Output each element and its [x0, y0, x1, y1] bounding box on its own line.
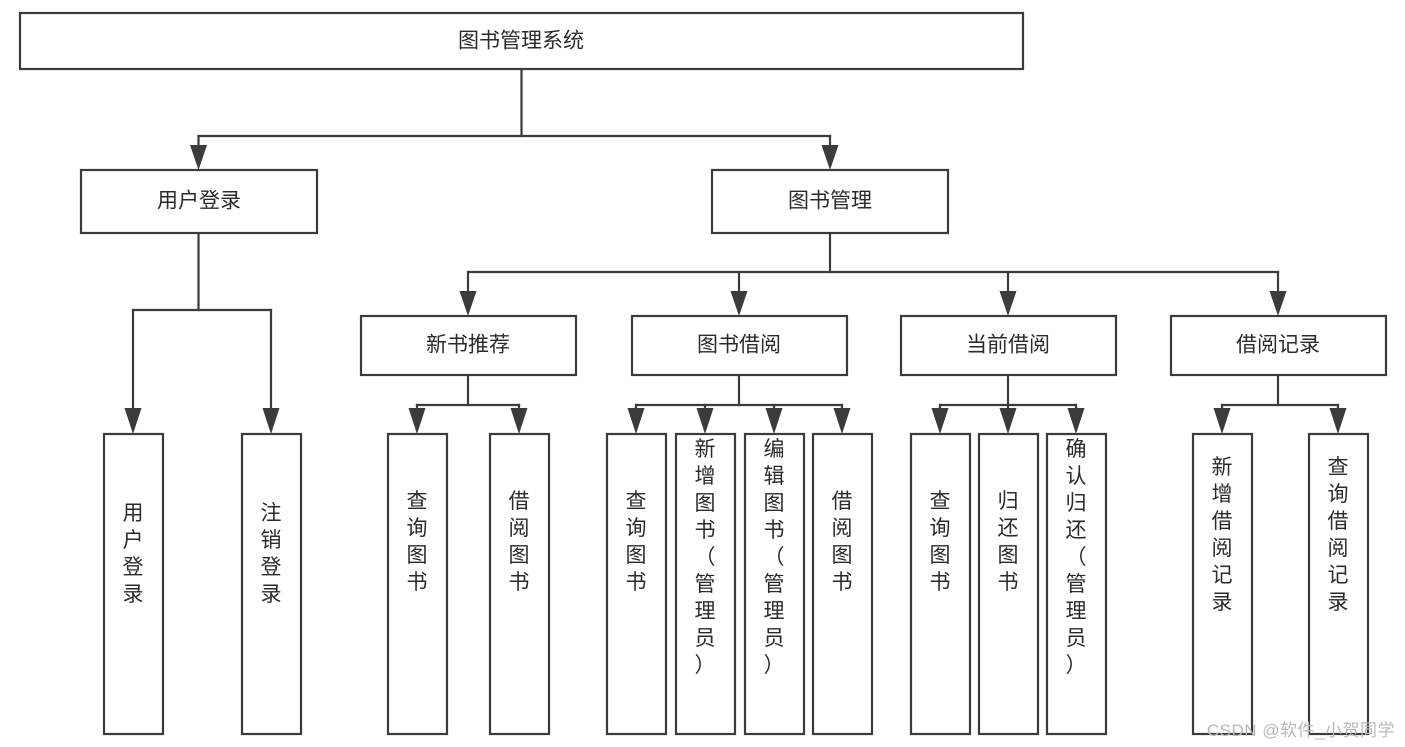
connector-group-book-borrow [627, 373, 851, 434]
node-new-book-recommend[interactable]: 新书推荐 [359, 314, 578, 377]
arrowhead-leaf-br-2 [1329, 408, 1347, 434]
leaf-node-user-login-2[interactable]: 注销登录 [240, 432, 303, 736]
node-book-borrow[interactable]: 图书借阅 [630, 314, 849, 377]
leaf-box[interactable] [386, 432, 449, 736]
arrowhead-current-borrow [999, 291, 1017, 316]
leaf-box[interactable] [811, 432, 874, 736]
node-book-manage-label: 图书管理 [788, 190, 872, 213]
leaf-label: 归还图书 [998, 490, 1019, 594]
connector-group-root [190, 67, 839, 170]
node-current-borrow-label: 当前借阅 [966, 334, 1050, 357]
arrowhead-leaf-br-1 [1213, 408, 1231, 434]
leaf-node-bb-4[interactable]: 借阅图书 [811, 432, 874, 736]
leaf-node-user-login-1[interactable]: 用户登录 [102, 432, 165, 736]
connector-group-current-borrow [931, 373, 1085, 434]
connector-group-new-book-recommend [408, 373, 528, 434]
leaf-box[interactable] [977, 432, 1040, 736]
leaf-label: 借阅图书 [832, 490, 853, 594]
node-borrow-records[interactable]: 借阅记录 [1169, 314, 1388, 377]
arrowhead-book-manage [821, 145, 839, 170]
node-user-login[interactable]: 用户登录 [79, 168, 319, 235]
node-borrow-records-box[interactable] [1169, 314, 1388, 377]
leaf-box[interactable] [674, 432, 737, 736]
arrowhead-book-borrow [730, 291, 748, 316]
leaf-box[interactable] [1307, 432, 1370, 736]
node-user-login-box[interactable] [79, 168, 319, 235]
leaf-node-cb-3[interactable]: 确认归还（管理员） [1045, 432, 1108, 736]
node-borrow-records-label: 借阅记录 [1236, 334, 1320, 357]
leaf-node-bb-1[interactable]: 查询图书 [605, 432, 668, 736]
node-root-box[interactable] [18, 11, 1025, 71]
node-root-label: 图书管理系统 [458, 30, 584, 53]
arrowhead-leaf-nbr-2 [510, 408, 528, 434]
node-book-borrow-label: 图书借阅 [697, 334, 781, 357]
leaf-box[interactable] [102, 432, 165, 736]
leaf-node-br-1[interactable]: 新增借阅记录 [1191, 432, 1254, 736]
leaf-label: 新增图书（管理员） [695, 438, 716, 677]
arrowhead-leaf-cb-2 [999, 408, 1017, 434]
leaf-box[interactable] [1045, 432, 1108, 736]
leaf-label: 用户登录 [123, 502, 144, 606]
leaf-box[interactable] [240, 432, 303, 736]
arrowhead-leaf-nbr-1 [408, 408, 426, 434]
leaf-label: 查询借阅记录 [1328, 456, 1349, 614]
leaf-box[interactable] [909, 432, 972, 736]
leaf-node-bb-3[interactable]: 编辑图书（管理员） [743, 432, 806, 736]
arrowhead-leaf-user-login-2 [262, 408, 280, 434]
connector-group-user-login [124, 231, 280, 434]
leaf-label: 编辑图书（管理员） [764, 438, 785, 677]
node-new-book-recommend-box[interactable] [359, 314, 578, 377]
leaf-label: 确认归还（管理员） [1066, 438, 1087, 677]
leaf-node-bb-2[interactable]: 新增图书（管理员） [674, 432, 737, 736]
arrowhead-new-book-recommend [459, 291, 477, 316]
arrowhead-leaf-bb-1 [627, 408, 645, 434]
arrowhead-leaf-bb-3 [765, 408, 783, 434]
node-book-borrow-box[interactable] [630, 314, 849, 377]
leaf-node-nbr-1[interactable]: 查询图书 [386, 432, 449, 736]
node-root[interactable]: 图书管理系统 [18, 11, 1025, 71]
leaf-node-br-2[interactable]: 查询借阅记录 [1307, 432, 1370, 736]
connector-group-borrow-records [1213, 373, 1347, 434]
leaf-label: 查询图书 [930, 490, 951, 594]
node-current-borrow[interactable]: 当前借阅 [899, 314, 1118, 377]
arrowhead-user-login [190, 145, 207, 170]
node-book-manage-box[interactable] [710, 168, 950, 235]
node-user-login-label: 用户登录 [157, 190, 241, 213]
leaf-label: 查询图书 [407, 490, 428, 594]
connector-group-book-manage [459, 231, 1287, 316]
node-new-book-recommend-label: 新书推荐 [426, 334, 510, 357]
arrowhead-leaf-bb-2 [696, 408, 714, 434]
leaf-label: 查询图书 [626, 490, 647, 594]
leaf-node-cb-1[interactable]: 查询图书 [909, 432, 972, 736]
arrowhead-leaf-cb-1 [931, 408, 949, 434]
leaf-node-cb-2[interactable]: 归还图书 [977, 432, 1040, 736]
node-book-manage[interactable]: 图书管理 [710, 168, 950, 235]
arrowhead-borrow-records [1269, 291, 1287, 316]
leaf-box[interactable] [488, 432, 551, 736]
leaf-box[interactable] [1191, 432, 1254, 736]
leaf-label: 新增借阅记录 [1212, 456, 1233, 614]
arrowhead-leaf-bb-4 [833, 408, 851, 434]
arrowhead-leaf-user-login-1 [124, 408, 142, 434]
leaf-label: 注销登录 [261, 502, 282, 606]
leaf-box[interactable] [743, 432, 806, 736]
leaf-node-nbr-2[interactable]: 借阅图书 [488, 432, 551, 736]
node-current-borrow-box[interactable] [899, 314, 1118, 377]
leaf-box[interactable] [605, 432, 668, 736]
arrowhead-leaf-cb-3 [1067, 408, 1085, 434]
leaf-label: 借阅图书 [509, 490, 530, 594]
